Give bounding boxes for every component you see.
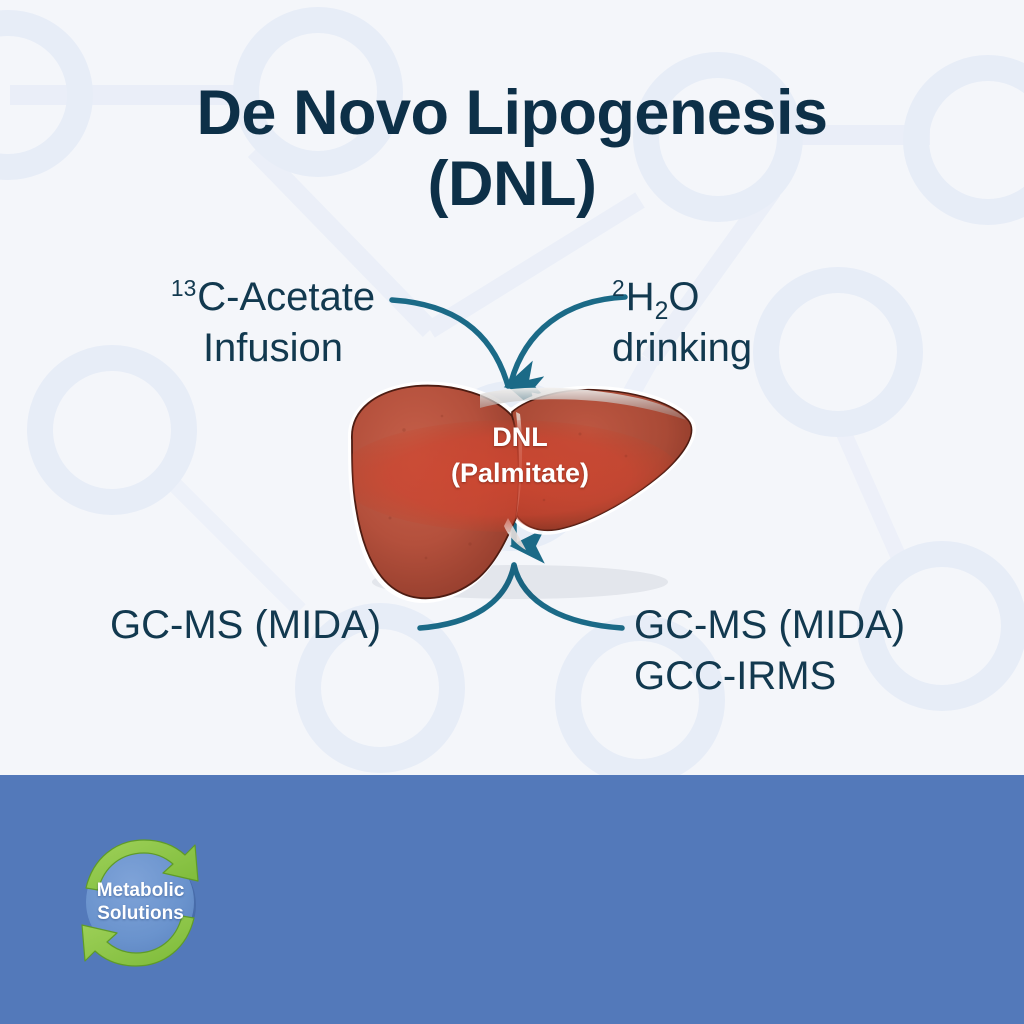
isotope-superscript-13: 13 — [170, 274, 197, 301]
label-gcms-mida-gcc-irms-right: GC-MS (MIDA) GCC-IRMS — [634, 600, 905, 702]
liver-illustration — [330, 368, 710, 608]
label-water-h: H — [625, 275, 655, 319]
metabolic-solutions-logo — [81, 839, 199, 967]
label-gcms-right-line-2: GCC-IRMS — [634, 654, 837, 699]
page-title: De Novo Lipogenesis (DNL) — [0, 78, 1024, 219]
label-heavy-water-drinking: 2H2O drinking — [612, 272, 852, 374]
footer-band: Metabolic Solutions — [0, 775, 1024, 1024]
label-acetate-line-2: Infusion — [202, 326, 344, 371]
label-water-subscript-2: 2 — [654, 298, 669, 325]
label-acetate-text: C-Acetate — [197, 275, 376, 319]
title-line-2: (DNL) — [427, 148, 597, 219]
label-water-line-2: drinking — [612, 326, 753, 371]
label-gcms-mida-left: GC-MS (MIDA) — [110, 600, 381, 651]
label-acetate-infusion: 13C-Acetate Infusion — [148, 272, 398, 374]
main-content: De Novo Lipogenesis (DNL) — [0, 78, 1024, 702]
title-line-1: De Novo Lipogenesis — [196, 78, 828, 148]
label-gcms-right-line-1: GC-MS (MIDA) — [634, 603, 906, 647]
label-gcms-left-line-1: GC-MS (MIDA) — [110, 603, 382, 647]
isotope-superscript-2: 2 — [612, 274, 625, 301]
label-water-o: O — [668, 275, 700, 319]
label-water-line-1: 2H2O — [612, 272, 852, 325]
label-acetate-line-1: 13C-Acetate — [148, 272, 398, 323]
